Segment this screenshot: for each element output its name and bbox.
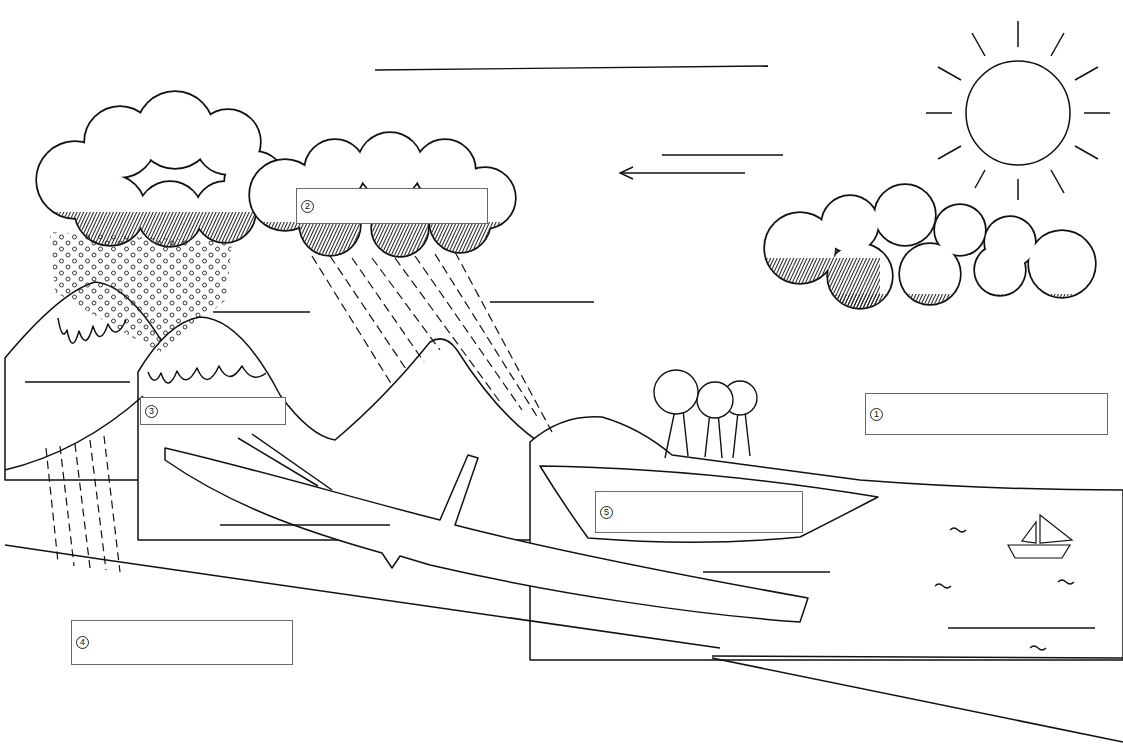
tree-trunk — [705, 412, 710, 457]
rain-streak — [395, 258, 500, 402]
lake — [540, 466, 878, 542]
answer-box: 3 — [140, 397, 286, 425]
rain-streak — [330, 256, 408, 372]
callout-number: 5 — [600, 506, 613, 519]
callout-number: 3 — [145, 405, 158, 418]
answer-box: 5 — [595, 491, 803, 533]
callout-number: 1 — [870, 408, 883, 421]
blank-line — [490, 301, 594, 302]
callout-number: 4 — [76, 636, 89, 649]
wave — [1030, 646, 1046, 650]
trees — [654, 370, 757, 458]
rain — [46, 436, 120, 572]
sun — [926, 21, 1110, 200]
answer-box: 2 — [296, 188, 488, 224]
blank-line — [375, 66, 768, 70]
tree-trunk — [733, 412, 738, 458]
rain-streak — [90, 440, 106, 570]
cloud — [760, 185, 1100, 314]
shore-line — [712, 656, 1123, 658]
blank-line — [703, 571, 830, 572]
sun-ray — [1051, 33, 1064, 56]
ground-line — [712, 658, 1123, 742]
rain — [312, 252, 552, 432]
river-branch — [238, 434, 332, 490]
cloud — [30, 92, 290, 257]
blank-lines — [375, 66, 783, 302]
boat-sail — [1022, 522, 1036, 543]
sun-ray — [1075, 146, 1098, 159]
rain-streak — [352, 258, 424, 362]
snow-cap — [148, 366, 266, 383]
snow-flakes — [50, 232, 232, 352]
sun-ray — [1075, 67, 1098, 80]
river — [165, 434, 878, 622]
tree-crown — [654, 370, 698, 414]
cloud-fill — [765, 185, 1095, 308]
tree-trunk — [745, 412, 750, 456]
sun-ray — [1084, 112, 1110, 114]
sun-ray — [938, 67, 961, 80]
blank-line — [948, 627, 1095, 628]
tree-trunk — [683, 410, 688, 456]
cloud — [245, 133, 525, 262]
arrow-head — [620, 167, 633, 179]
wave — [950, 528, 966, 532]
sun-ray — [938, 146, 961, 159]
snowfall — [50, 232, 232, 352]
callout-number: 2 — [301, 200, 314, 213]
blank-line — [25, 381, 130, 382]
sun-ray — [1017, 21, 1019, 47]
sun-disc — [966, 61, 1070, 165]
cloud-shading — [245, 222, 525, 262]
rain-streak — [104, 436, 120, 572]
ground-lines — [5, 312, 1123, 742]
blank-line — [662, 154, 783, 155]
sun-ray — [1051, 170, 1064, 193]
rain-streak — [435, 254, 538, 418]
blank-line — [213, 311, 310, 312]
sea — [935, 515, 1074, 650]
answer-box: 1 — [865, 393, 1108, 435]
rain-streak — [312, 256, 392, 385]
rain-streak — [455, 252, 552, 432]
boat-hull — [1008, 545, 1070, 558]
cloud-outline — [765, 185, 1095, 308]
sun-ray — [972, 33, 985, 56]
cloud-shading — [760, 294, 1100, 314]
blank-line — [220, 524, 390, 525]
tree-trunk — [718, 412, 722, 458]
sun-ray — [926, 112, 952, 114]
wave — [935, 584, 951, 588]
slope-line — [5, 396, 143, 470]
boat-sail — [1040, 515, 1072, 543]
rain-streak — [415, 256, 522, 410]
tree-crown — [697, 382, 733, 418]
rain-streak — [60, 446, 74, 566]
tree-trunk — [665, 410, 675, 458]
sun-ray — [1017, 179, 1019, 200]
rain-streak — [75, 444, 90, 568]
answer-box: 4 — [71, 620, 293, 665]
sun-ray — [975, 170, 985, 188]
rain-streak — [46, 448, 58, 562]
wave — [1058, 580, 1074, 584]
hill-and-coast — [530, 417, 1123, 660]
rain-streak — [372, 258, 440, 350]
wind-arrow — [621, 172, 745, 173]
